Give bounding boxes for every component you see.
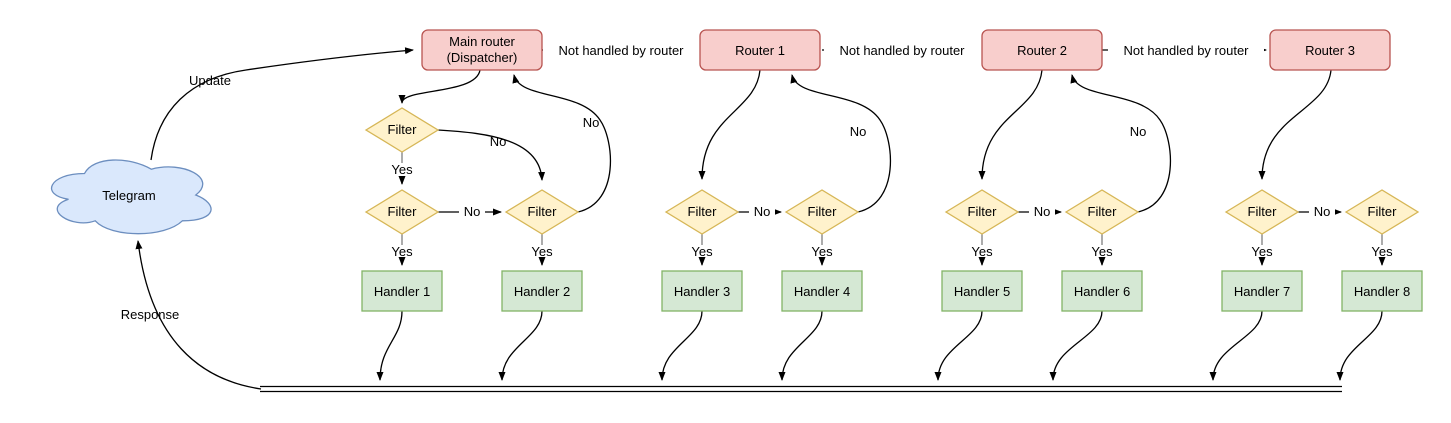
- not-handled-label-2: Not handled by router: [839, 43, 965, 58]
- router2-exit-arrow: [978, 69, 1043, 180]
- handler7-node: [1221, 270, 1303, 312]
- handler2-label: Handler 2: [514, 284, 570, 299]
- yes-label-8: Yes: [1371, 244, 1393, 259]
- no-label-r3: No: [1314, 204, 1331, 219]
- handler6-node: [1061, 270, 1143, 312]
- telegram-cloud-label: Telegram: [102, 188, 155, 203]
- no-label-bg: [749, 204, 775, 219]
- no-label-bg: [1029, 204, 1055, 219]
- cloud-icon: [50, 159, 212, 235]
- handler3-node: [661, 270, 743, 312]
- router2-filter-b-node: [1064, 189, 1140, 235]
- yes-label-5: Yes: [971, 244, 993, 259]
- router1-node: [699, 29, 821, 71]
- handler4-label: Handler 4: [794, 284, 850, 299]
- not-handled-label-bg: [824, 42, 980, 58]
- handler5-node: [941, 270, 1023, 312]
- main-filter-b-node: [504, 189, 580, 235]
- yes-label-1: Yes: [391, 244, 413, 259]
- filter-label: Filter: [1248, 204, 1278, 219]
- response-arrow: [135, 240, 262, 390]
- router1-label: Router 1: [735, 43, 785, 58]
- response-label: Response: [121, 307, 180, 322]
- no-label-r1: No: [754, 204, 771, 219]
- router2-filter-a-node: [944, 189, 1020, 235]
- handler1-label: Handler 1: [374, 284, 430, 299]
- router1-filter-a-node: [664, 189, 740, 235]
- yes-label-3: Yes: [691, 244, 713, 259]
- filter-label: Filter: [688, 204, 718, 219]
- update-label: Update: [189, 73, 231, 88]
- no-label-r2: No: [1034, 204, 1051, 219]
- handler-curve-7: [1209, 310, 1263, 381]
- main-return-no-curve: [512, 74, 612, 213]
- main-router-label: Main router(Dispatcher): [447, 34, 518, 65]
- router1-exit-arrow: [698, 69, 761, 180]
- no-label-main-return: No: [583, 115, 600, 130]
- handler5-label: Handler 5: [954, 284, 1010, 299]
- filter-label: Filter: [528, 204, 558, 219]
- no-label-main: No: [464, 204, 481, 219]
- handler1-node: [361, 270, 443, 312]
- not-handled-label-3: Not handled by router: [1123, 43, 1249, 58]
- main-filter-row1-node: [364, 107, 440, 153]
- yes-label-main: Yes: [391, 162, 413, 177]
- router3-node: [1269, 29, 1391, 71]
- router1-return-no-curve: [790, 74, 892, 213]
- router3-filter-b-node: [1344, 189, 1420, 235]
- handler-curve-8: [1336, 310, 1383, 381]
- no-label-bg: [459, 204, 485, 219]
- filter-label: Filter: [968, 204, 998, 219]
- no-label-main-curve1: No: [490, 134, 507, 149]
- handler-curve-1: [376, 310, 403, 381]
- router2-return-no-curve: [1070, 74, 1172, 213]
- handler4-node: [781, 270, 863, 312]
- router1-filter-b-node: [784, 189, 860, 235]
- handler-curve-2: [498, 310, 543, 381]
- edge-labels: Update Response Not handled by router No…: [121, 42, 1393, 322]
- telegram-cloud-node: Telegram: [50, 159, 212, 235]
- yes-label-6: Yes: [1091, 244, 1113, 259]
- filter-label: Filter: [388, 122, 418, 137]
- not-handled-label-bg: [1108, 42, 1264, 58]
- filter-label: Filter: [1088, 204, 1118, 219]
- handler-curve-4: [778, 310, 823, 381]
- no-label-r2-return: No: [1130, 124, 1147, 139]
- no-label-bg: [1309, 204, 1335, 219]
- nodes: Telegram Main router(Dispatcher) Router …: [50, 29, 1423, 312]
- no-label-r1-return: No: [850, 124, 867, 139]
- yes-label-7: Yes: [1251, 244, 1273, 259]
- router2-label: Router 2: [1017, 43, 1067, 58]
- handler3-label: Handler 3: [674, 284, 730, 299]
- router2-node: [981, 29, 1103, 71]
- handler8-label: Handler 8: [1354, 284, 1410, 299]
- main-filter-a-node: [364, 189, 440, 235]
- update-arrow: [150, 47, 414, 161]
- handler2-node: [501, 270, 583, 312]
- router3-exit-arrow: [1258, 69, 1332, 180]
- handler-curve-6: [1049, 310, 1103, 381]
- yes-label-2: Yes: [531, 244, 553, 259]
- edges: [135, 46, 1386, 393]
- handler-curve-5: [934, 310, 983, 381]
- filter-label: Filter: [808, 204, 838, 219]
- not-handled-label-bg: [543, 42, 699, 58]
- main-filter1-no-curve: [437, 129, 546, 181]
- not-handled-label-1: Not handled by router: [558, 43, 684, 58]
- handler8-node: [1341, 270, 1423, 312]
- router3-filter-a-node: [1224, 189, 1300, 235]
- handler-curve-3: [658, 310, 703, 381]
- router3-label: Router 3: [1305, 43, 1355, 58]
- handler6-label: Handler 6: [1074, 284, 1130, 299]
- filter-label: Filter: [388, 204, 418, 219]
- main-router-exit-arrow: [398, 69, 481, 104]
- yes-label-4: Yes: [811, 244, 833, 259]
- filter-label: Filter: [1368, 204, 1398, 219]
- handler7-label: Handler 7: [1234, 284, 1290, 299]
- main-router-node: [421, 29, 543, 71]
